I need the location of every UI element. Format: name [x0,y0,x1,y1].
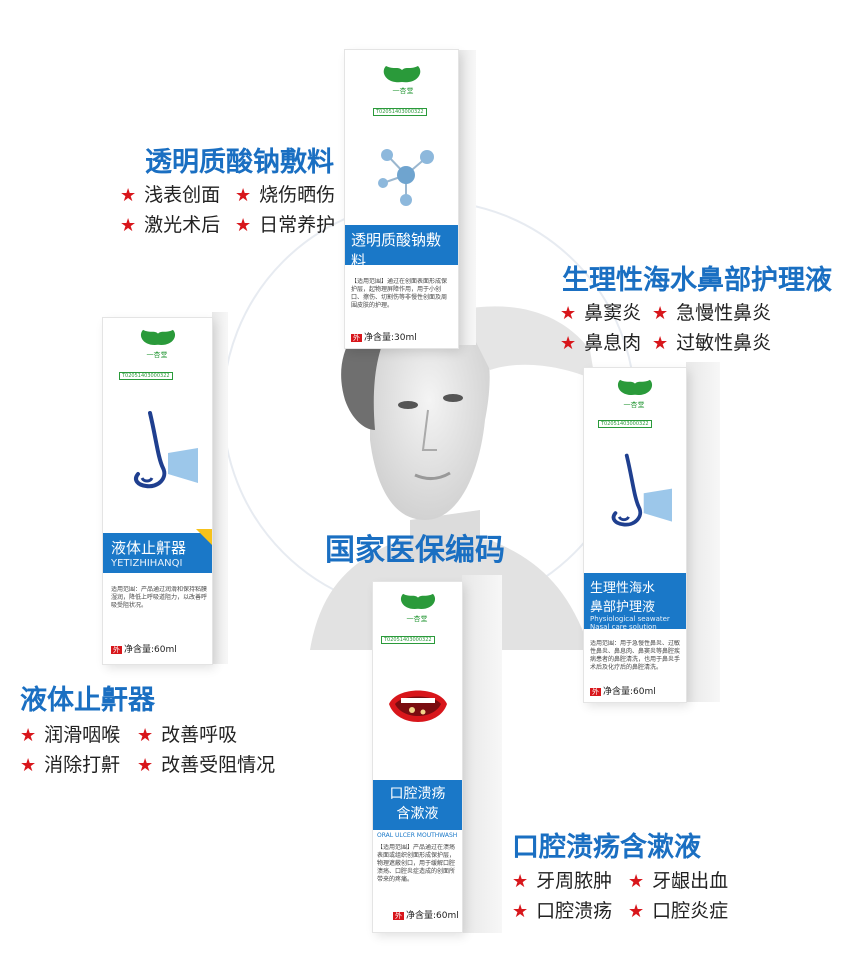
usage-description: 适用范围：产品通过润滑和保持粘膜湿润，降低上呼吸道阻力，以改善呼吸受阻状况。 [111,586,207,609]
snore-title: 液体止鼾器 [20,685,155,716]
mouthwash-box: 一杏堂 T02051403000322 口腔溃疡 含漱液 ORAL ULCER … [373,582,462,932]
usage-description: 适用范围：用于急慢性鼻炎、过敏性鼻炎、鼻息肉、鼻窦炎等鼻腔疾病患者的鼻腔清洗，也… [590,640,681,671]
product-label-band: 生理性海水 鼻部护理液 Physiological seawater Nasal… [584,573,686,631]
usage-description: 【适用范围】产品通过在溃疡表面或组织创面形成保护层，物理遮蔽创口，用于缓解口腔溃… [377,844,456,883]
medical-code: T02051403000322 [598,420,652,428]
seawater-feature: ★鼻息肉 [560,332,642,354]
ginkgo-leaf-icon [400,593,436,619]
snore-feature: ★改善受阻情况 [137,754,276,776]
hyaluronate-title: 透明质酸钠敷料 [145,147,334,178]
usage-description: 【适用范围】通过在创面表面形成保护层，起物理屏障作用，用于小创口、擦伤、切割伤等… [351,278,448,309]
center-title: 国家医保编码 [325,533,505,568]
star-icon: ★ [235,185,252,206]
mouthwash-feature: ★牙龈出血 [628,870,729,892]
medical-code: T02051403000322 [373,108,427,116]
yellow-corner [196,529,212,545]
ginkgo-leaf-icon [617,379,653,405]
hyaluronate-box: 一杏堂 T02051403000322 透明质酸钠敷料 SODIUM HYALU… [345,50,458,348]
hyaluronate-feature: ★烧伤晒伤 [235,184,336,206]
ginkgo-leaf-icon [140,329,176,355]
product-english-name: ORAL ULCER MOUTHWASH [377,832,458,839]
mouthwash-title: 口腔溃疡含漱液 [512,832,701,863]
hyaluronate-feature: ★浅表创面 [120,184,221,206]
star-icon: ★ [652,303,669,324]
product-label-band: 液体止鼾器 YETIZHIHANQI [103,533,212,573]
molecule-icon [378,149,434,206]
snore-box: 一杏堂 T02051403000322 液体止鼾器 YETIZHIHANQI 适… [103,318,212,664]
net-content: 外净含量:60ml [111,645,177,655]
star-icon: ★ [512,871,529,892]
snore-feature: ★润滑咽喉 [20,724,121,746]
star-icon: ★ [512,901,529,922]
net-content: 外净含量:60ml [590,687,656,697]
brand-name: 一杏堂 [146,351,168,359]
star-icon: ★ [120,185,137,206]
brand-name: 一杏堂 [623,401,645,409]
star-icon: ★ [137,755,154,776]
hyaluronate-feature: ★激光术后 [120,214,221,236]
star-icon: ★ [120,215,137,236]
net-content: 外净含量:30ml [351,333,417,343]
snore-box-side [212,312,228,664]
mouthwash-feature: ★口腔炎症 [628,900,729,922]
brand-name: 一杏堂 [406,615,428,623]
seawater-box: 一杏堂 T02051403000322 生理性海水 鼻部护理液 Physiolo… [584,368,686,702]
star-icon: ★ [20,725,37,746]
brand-name: 一杏堂 [392,87,414,95]
snore-feature: ★改善呼吸 [137,724,238,746]
seawater-feature: ★鼻窦炎 [560,302,642,324]
mouthwash-feature: ★牙周脓肿 [512,870,613,892]
medical-code: T02051403000322 [119,372,173,380]
star-icon: ★ [20,755,37,776]
product-label-band: 口腔溃疡 含漱液 [373,780,462,830]
star-icon: ★ [235,215,252,236]
medical-code: T02051403000322 [381,636,435,644]
star-icon: ★ [560,303,577,324]
snore-feature: ★消除打鼾 [20,754,121,776]
hyaluronate-box-side [458,50,476,345]
ginkgo-leaf-icon [383,66,421,92]
product-label-band: 透明质酸钠敷料 SODIUM HYALURONATE DRESSING [345,225,458,287]
mouth-ulcer-icon [389,690,447,722]
seawater-box-side [686,362,720,702]
mouthwash-feature: ★口腔溃疡 [512,900,613,922]
seawater-title: 生理性海水鼻部护理液 [562,265,832,296]
seawater-feature: ★急慢性鼻炎 [652,302,772,324]
star-icon: ★ [628,901,645,922]
seawater-feature: ★过敏性鼻炎 [652,332,772,354]
hyaluronate-feature: ★日常养护 [235,214,336,236]
nose-spray-icon [134,411,198,489]
mouthwash-box-side [462,575,502,933]
nose-spray-icon [611,453,672,527]
star-icon: ★ [652,333,669,354]
net-content: 外净含量:60ml [393,911,459,921]
star-icon: ★ [628,871,645,892]
star-icon: ★ [560,333,577,354]
star-icon: ★ [137,725,154,746]
